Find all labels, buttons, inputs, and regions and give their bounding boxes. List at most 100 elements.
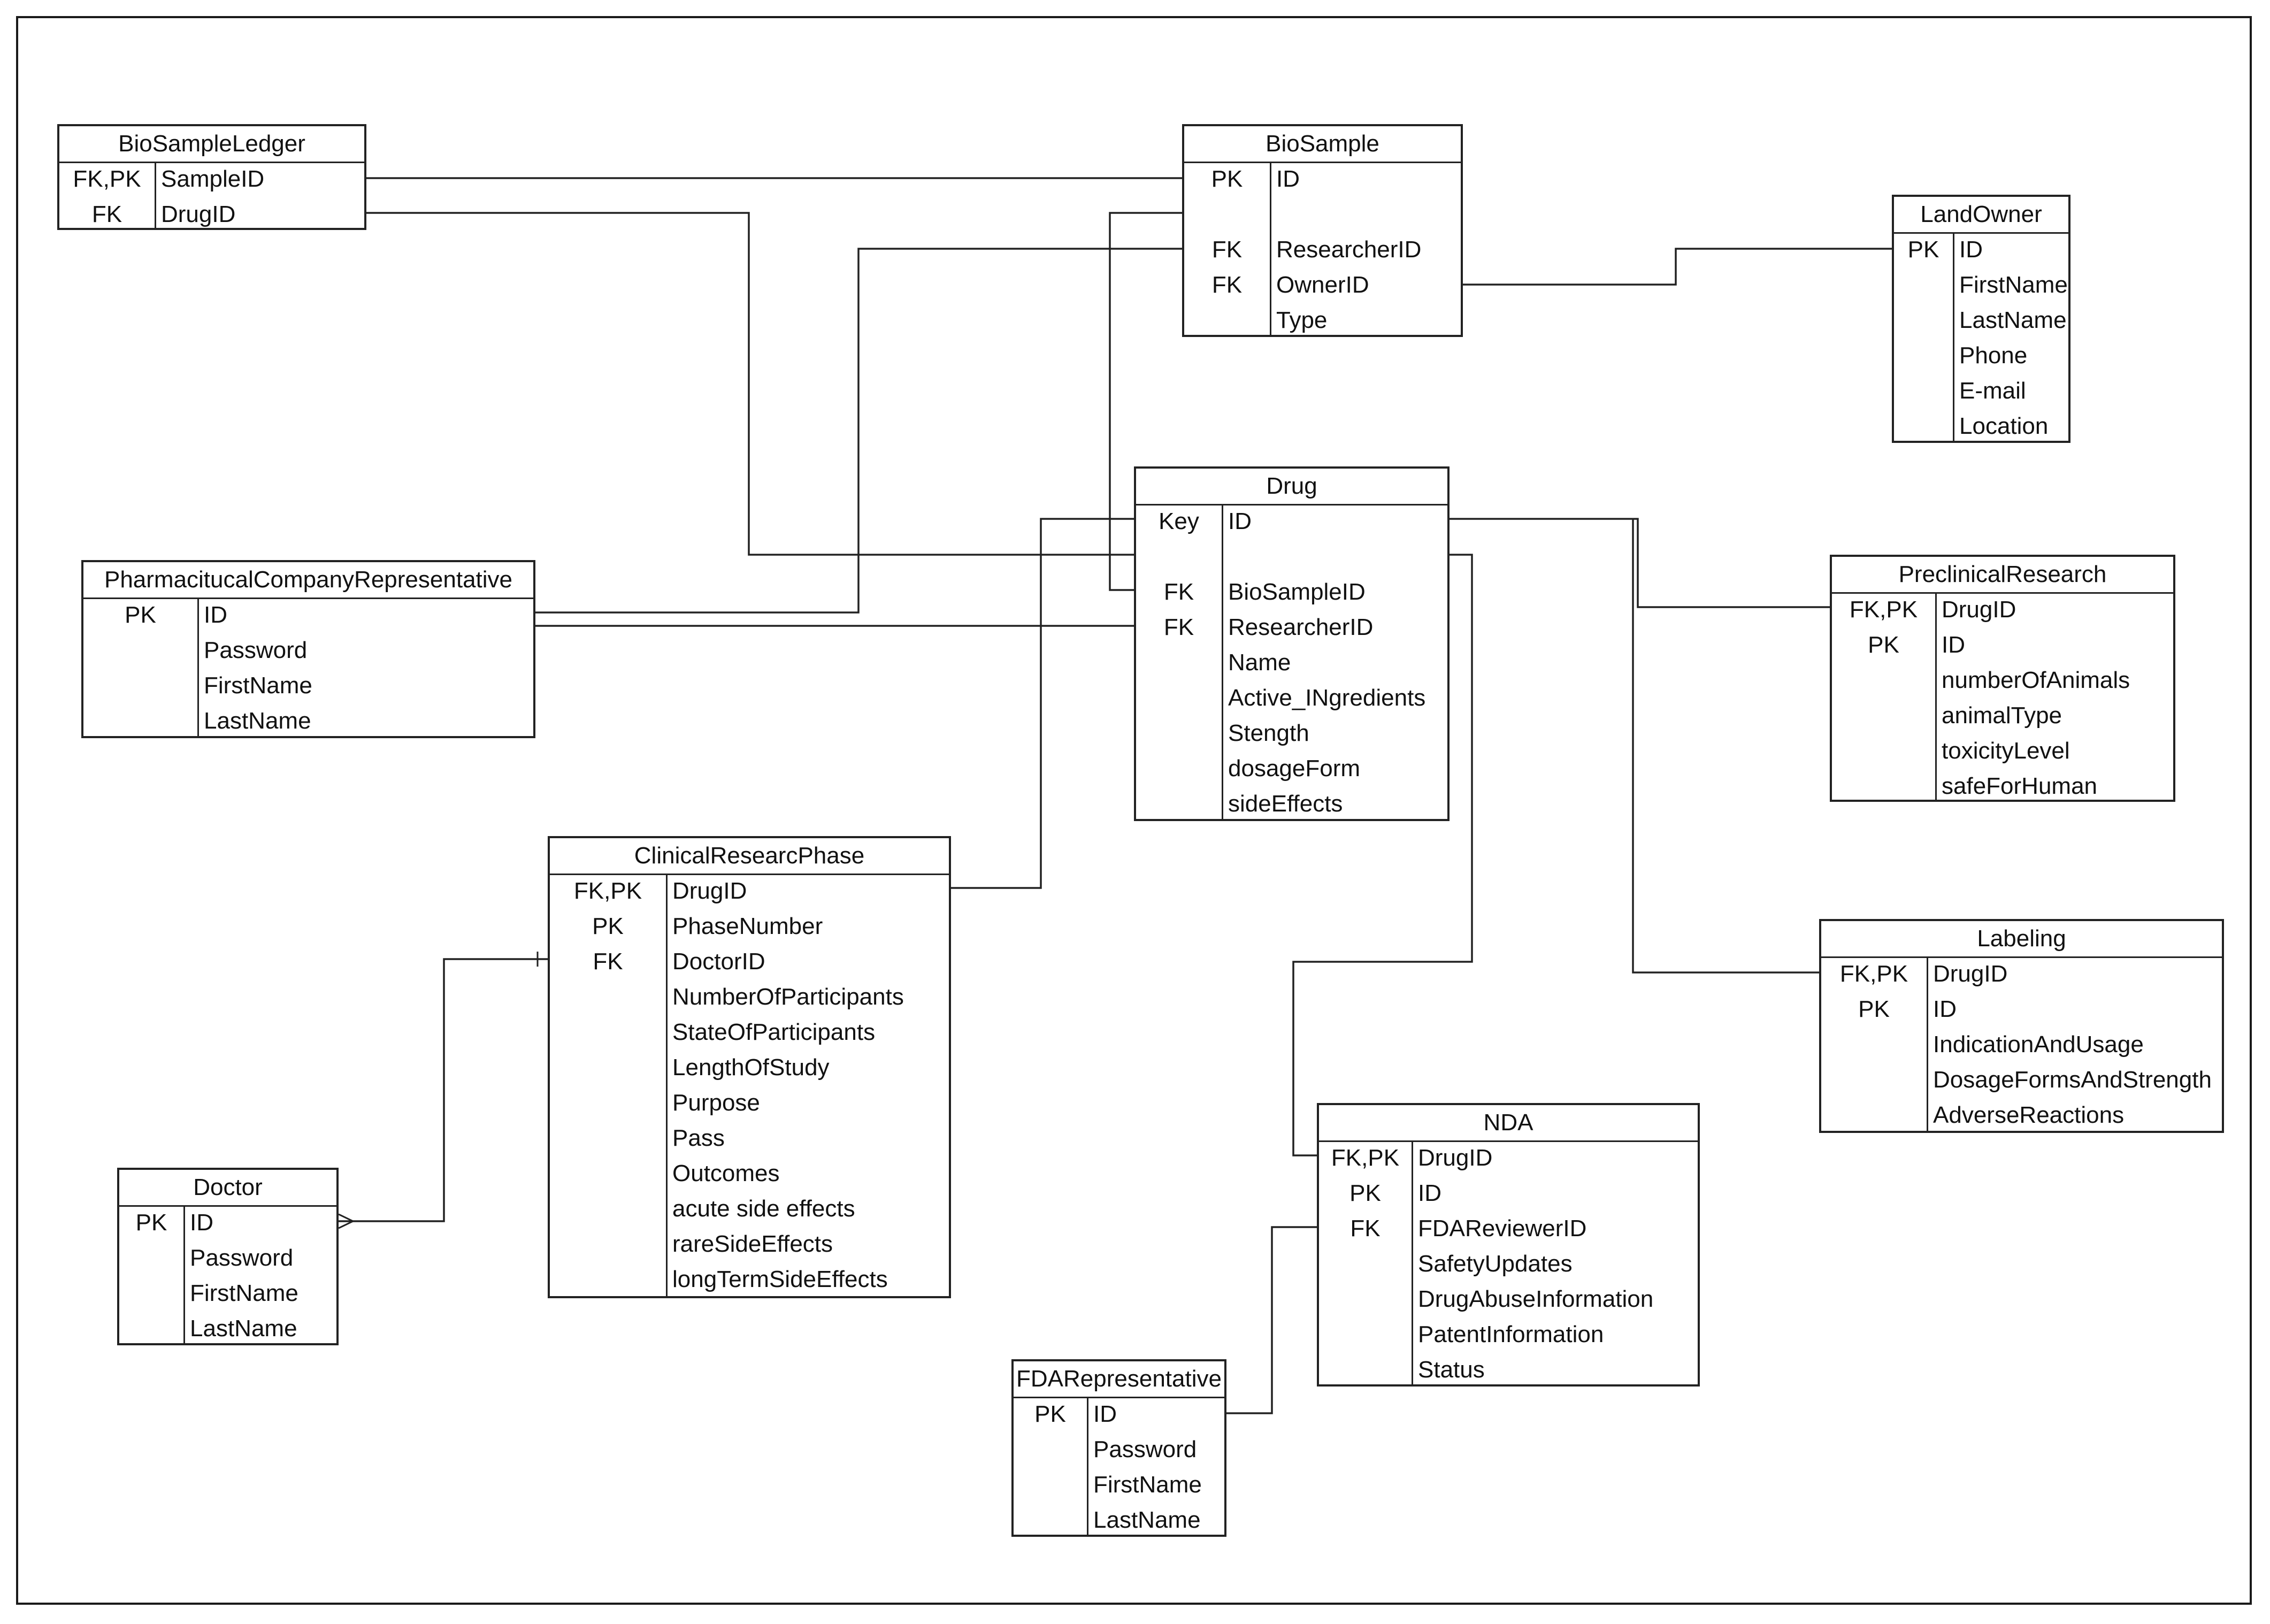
attribute-row: acute side effects — [550, 1191, 949, 1227]
attribute-name: Password — [204, 637, 308, 663]
attribute-name: ID — [190, 1209, 213, 1236]
attribute-name: numberOfAnimals — [1942, 667, 2130, 693]
attribute-name: OwnerID — [1276, 272, 1369, 298]
attribute-name: DosageFormsAndStrength — [1933, 1067, 2212, 1093]
attribute-row: PK ID — [1832, 627, 2173, 663]
attribute-name: LastName — [204, 708, 311, 734]
attribute-row: numberOfAnimals — [1832, 663, 2173, 698]
attribute-row: FK OwnerID — [1184, 267, 1461, 303]
attribute-key: FK — [1211, 236, 1243, 263]
attribute-name: longTermSideEffects — [672, 1266, 888, 1292]
attribute-row: FirstName — [1894, 267, 2068, 303]
attribute-key: PK — [1349, 1180, 1381, 1206]
attribute-row: Password — [1014, 1432, 1224, 1467]
attribute-key: FK — [1350, 1215, 1381, 1242]
key-column-divider — [1412, 1140, 1413, 1384]
attribute-name: E-mail — [1959, 378, 2026, 404]
attribute-key: FK,PK — [1839, 961, 1908, 987]
attribute-row: DrugAbuseInformation — [1319, 1282, 1698, 1317]
attribute-name: Phone — [1959, 342, 2028, 369]
attribute-row: AdverseReactions — [1821, 1098, 2222, 1133]
key-column-divider — [1270, 162, 1271, 335]
attribute-name: LastName — [1093, 1507, 1201, 1533]
attribute-name: LastName — [190, 1315, 297, 1342]
attribute-row: IndicationAndUsage — [1821, 1027, 2222, 1062]
attribute-row: Active_INgredients — [1136, 680, 1447, 716]
attribute-key: FK,PK — [1331, 1145, 1400, 1171]
entity-title: PreclinicalResearch — [1832, 557, 2173, 594]
attribute-name: ID — [1093, 1401, 1117, 1427]
attribute-row: sideEffects — [1136, 786, 1447, 822]
attribute-name: PhaseNumber — [672, 913, 823, 939]
attribute-name: DoctorID — [672, 948, 765, 975]
attribute-name: sideEffects — [1228, 791, 1343, 817]
attribute-row: toxicityLevel — [1832, 733, 2173, 769]
attribute-name: DrugID — [1942, 596, 2016, 623]
attribute-key: FK — [1211, 272, 1243, 298]
relationship-line — [1292, 554, 1473, 1156]
attribute-name: Name — [1228, 649, 1291, 676]
attribute-name: BioSampleID — [1228, 579, 1366, 605]
attribute-name: ID — [1942, 632, 1965, 658]
attribute-row: LengthOfStudy — [550, 1050, 949, 1085]
key-column-divider — [1935, 592, 1937, 800]
relationship-line — [1632, 519, 1819, 974]
attribute-name: ID — [204, 602, 227, 628]
attribute-row: NumberOfParticipants — [550, 979, 949, 1015]
cardinality-many-mark — [338, 1213, 355, 1229]
attribute-name: Pass — [672, 1125, 725, 1151]
attribute-row: FirstName — [83, 668, 533, 703]
attribute-name: ID — [1933, 996, 1957, 1022]
attribute-row: LastName — [1014, 1503, 1224, 1538]
attribute-row: FK BioSampleID — [1136, 574, 1447, 610]
attribute-name: LastName — [1959, 307, 2067, 333]
relationship-line — [339, 958, 548, 1222]
attribute-name: PatentInformation — [1418, 1321, 1604, 1347]
entity-title: ClinicalResearcPhase — [550, 838, 949, 875]
attribute-name: ResearcherID — [1228, 614, 1374, 640]
attribute-row: safeForHuman — [1832, 769, 2173, 804]
key-column-divider — [1222, 504, 1223, 819]
attribute-name: SampleID — [161, 166, 265, 192]
key-column-divider — [183, 1205, 185, 1343]
attribute-name: rareSideEffects — [672, 1231, 833, 1257]
relationship-line — [366, 212, 1134, 556]
attribute-row: LastName — [1894, 303, 2068, 338]
attribute-name: FirstName — [1959, 272, 2068, 298]
relationship-line — [951, 518, 1134, 889]
attribute-name: Purpose — [672, 1090, 760, 1116]
entity-title: Doctor — [119, 1170, 336, 1207]
key-column-divider — [197, 597, 199, 736]
attribute-row: Stength — [1136, 716, 1447, 751]
attribute-key: FK — [1163, 579, 1194, 605]
attribute-name: acute side effects — [672, 1196, 855, 1222]
attribute-row: Type — [1184, 303, 1461, 338]
attribute-name: Stength — [1228, 720, 1309, 746]
attribute-key: PK — [1868, 632, 1899, 658]
attribute-name: ID — [1959, 236, 1983, 263]
attribute-key: Key — [1159, 508, 1199, 534]
attribute-row: FirstName — [119, 1276, 336, 1311]
attribute-row: Name — [1136, 645, 1447, 680]
attribute-row: Outcomes — [550, 1156, 949, 1191]
attribute-name: Type — [1276, 307, 1328, 333]
